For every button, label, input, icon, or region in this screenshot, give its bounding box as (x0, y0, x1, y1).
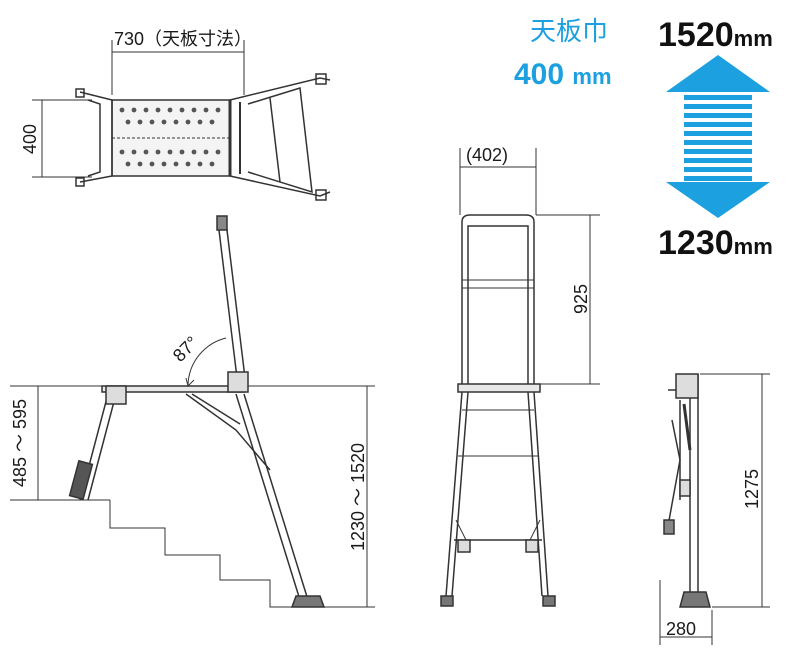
handrail-height-label: 925 (571, 283, 591, 315)
height-range-label: 1230 ～ 1520 (348, 442, 368, 552)
width-dimension-label: 730（天板寸法） (114, 29, 253, 49)
top-view (32, 40, 331, 201)
side-view (10, 215, 375, 608)
folded-depth-label: 280 (666, 619, 697, 639)
min-height-number: 1230 (658, 224, 734, 262)
depth-dimension-label: 400 (20, 123, 40, 155)
front-width-label: (402) (466, 145, 509, 165)
platform-width-unit: mm (572, 64, 612, 89)
platform-width-title: 天板巾 (530, 16, 609, 46)
folded-height-label: 1275 (742, 468, 762, 510)
min-height-label: 1230mm (658, 226, 773, 260)
platform-width-number: 400 (514, 58, 565, 91)
max-height-unit: mm (733, 26, 773, 51)
folded-view (659, 373, 770, 645)
max-height-number: 1520 (658, 16, 734, 54)
platform-holes (119, 107, 221, 167)
height-range-arrow (666, 55, 770, 218)
step-range-label: 485 ～ 595 (10, 398, 30, 488)
min-height-unit: mm (733, 234, 773, 259)
platform-width-value: 400 mm (514, 60, 612, 90)
max-height-label: 1520mm (658, 18, 773, 52)
front-view (440, 148, 600, 607)
